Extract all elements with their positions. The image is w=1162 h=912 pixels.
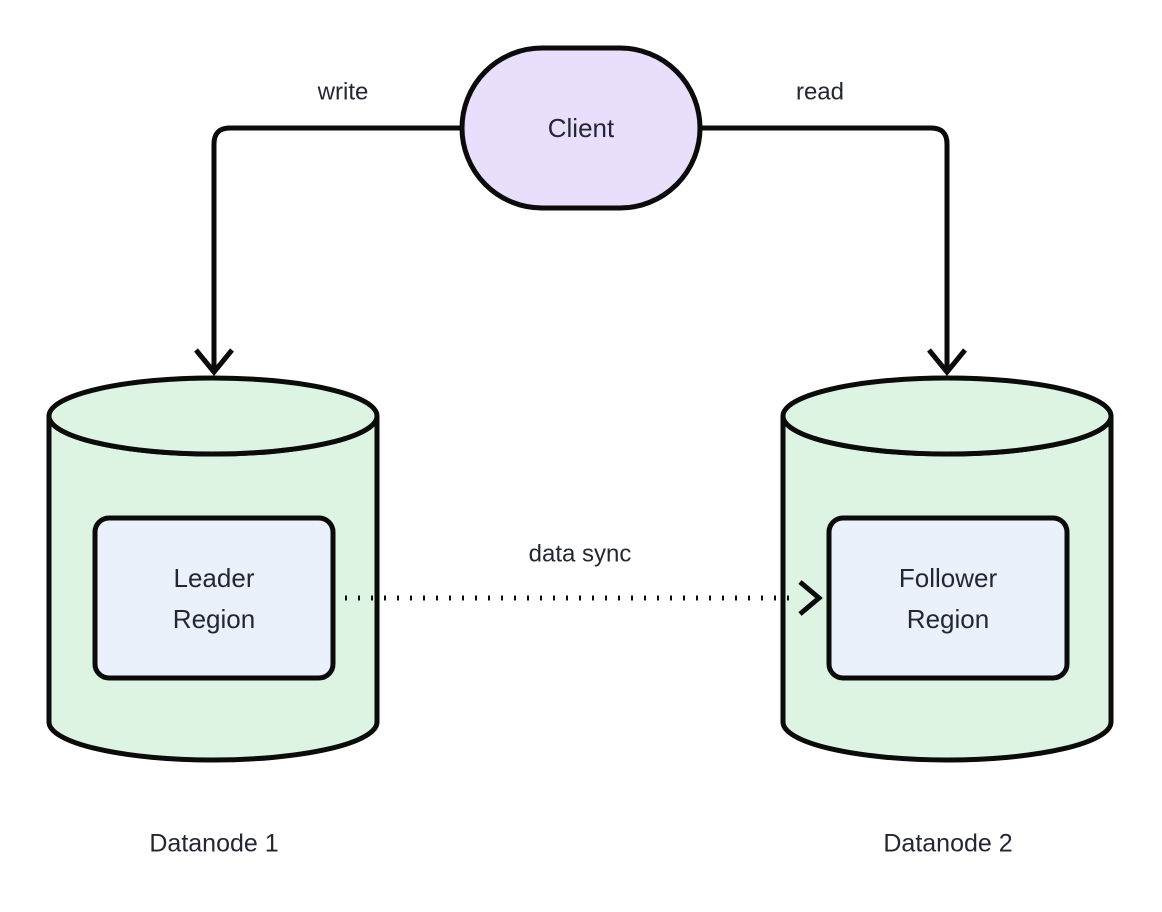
node-datanode-2[interactable]: Follower Region xyxy=(780,375,1114,763)
edge-label-data-sync-halo xyxy=(497,537,663,573)
edge-label-data-sync: data sync xyxy=(529,540,632,567)
edge-label-write: write xyxy=(317,78,369,105)
edge-data-sync-arrowhead xyxy=(798,580,823,616)
edge-label-read-group: read xyxy=(796,78,844,105)
edge-label-write-group: write xyxy=(317,78,369,105)
edge-write-line xyxy=(211,125,465,369)
datanode2-region-label-line1: Follower xyxy=(899,563,998,593)
edge-label-read: read xyxy=(796,78,844,105)
datanode2-region[interactable]: Follower Region xyxy=(826,515,1070,681)
datanode1-region[interactable]: Leader Region xyxy=(92,515,336,681)
datanode2-cylinder-top xyxy=(780,375,1114,457)
datanode2-region-label-line2: Region xyxy=(907,604,989,634)
edge-read-arrowhead xyxy=(927,348,967,376)
edge-write xyxy=(194,125,465,376)
edge-label-data-sync-group: data sync xyxy=(497,537,663,573)
client-label: Client xyxy=(548,113,615,143)
edge-read-line xyxy=(697,125,950,369)
edge-read xyxy=(697,125,967,376)
client-shape xyxy=(459,45,703,211)
edge-write-arrowhead xyxy=(194,348,234,376)
node-datanode-1[interactable]: Leader Region xyxy=(46,375,380,763)
datanode1-cylinder-top xyxy=(46,375,380,457)
datanode1-region-label-line2: Region xyxy=(173,604,255,634)
caption-datanode-2: Datanode 2 xyxy=(883,830,1012,858)
datanode1-region-shape xyxy=(92,515,336,681)
caption-datanode-1: Datanode 1 xyxy=(149,830,278,858)
node-client[interactable]: Client xyxy=(459,45,703,211)
datanode1-region-label-line1: Leader xyxy=(174,563,255,593)
datanode2-region-shape xyxy=(826,515,1070,681)
edge-data-sync xyxy=(345,580,823,616)
